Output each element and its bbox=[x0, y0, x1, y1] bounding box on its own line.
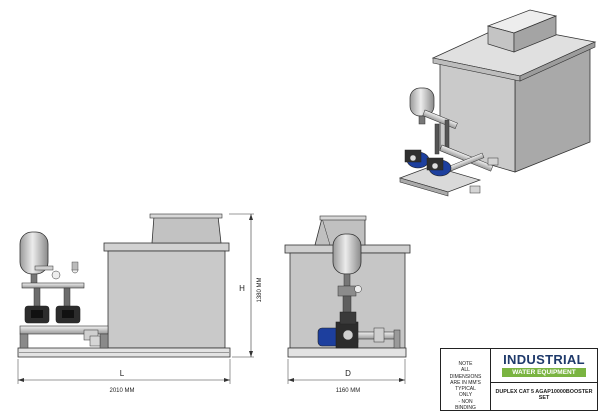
note-line: TYPICAL bbox=[455, 386, 476, 393]
front-tank-body bbox=[107, 250, 226, 349]
logo-wordmark: INDUSTRIAL bbox=[503, 352, 585, 367]
note-line: - NON bbox=[458, 398, 473, 405]
isometric-view bbox=[398, 9, 597, 197]
side-depth-symbol: D bbox=[345, 369, 351, 378]
logo-tagline: WATER EQUIPMENT bbox=[502, 368, 586, 377]
note-line: ALL bbox=[461, 367, 470, 374]
drawing-title: DUPLEX CAT 5 AGAP10000BOOSTER SET bbox=[495, 389, 593, 401]
front-length-symbol: L bbox=[120, 369, 125, 378]
side-depth-value: 1160 MM bbox=[336, 388, 361, 394]
side-elevation: D 1160 MM bbox=[284, 215, 411, 394]
note-line: BINDING bbox=[455, 405, 476, 412]
company-logo: INDUSTRIAL WATER EQUIPMENT bbox=[491, 349, 597, 383]
front-tank-lid bbox=[103, 242, 230, 252]
note-line: NOTE bbox=[458, 361, 473, 367]
front-length-value: 2010 MM bbox=[109, 388, 134, 394]
iso-pressure-vessel bbox=[409, 87, 435, 117]
note-line: ONLY bbox=[458, 392, 473, 399]
front-elevation: L 2010 MM H 1380 MM bbox=[17, 213, 263, 394]
side-skid bbox=[287, 347, 407, 358]
note-line: DIMENSIONS bbox=[449, 373, 482, 380]
side-pressure-vessel bbox=[332, 233, 362, 275]
height-symbol: H bbox=[239, 284, 245, 293]
front-suction-header bbox=[19, 325, 109, 335]
height-value: 1380 MM bbox=[257, 277, 263, 302]
note-line: ARE IN MM'S bbox=[450, 379, 481, 386]
front-hatch bbox=[151, 215, 222, 244]
front-discharge-header bbox=[21, 282, 85, 289]
title-block: NOTE ALL DIMENSIONS ARE IN MM'S TYPICAL … bbox=[440, 348, 598, 411]
dimension-note: NOTE ALL DIMENSIONS ARE IN MM'S TYPICAL … bbox=[441, 349, 491, 412]
